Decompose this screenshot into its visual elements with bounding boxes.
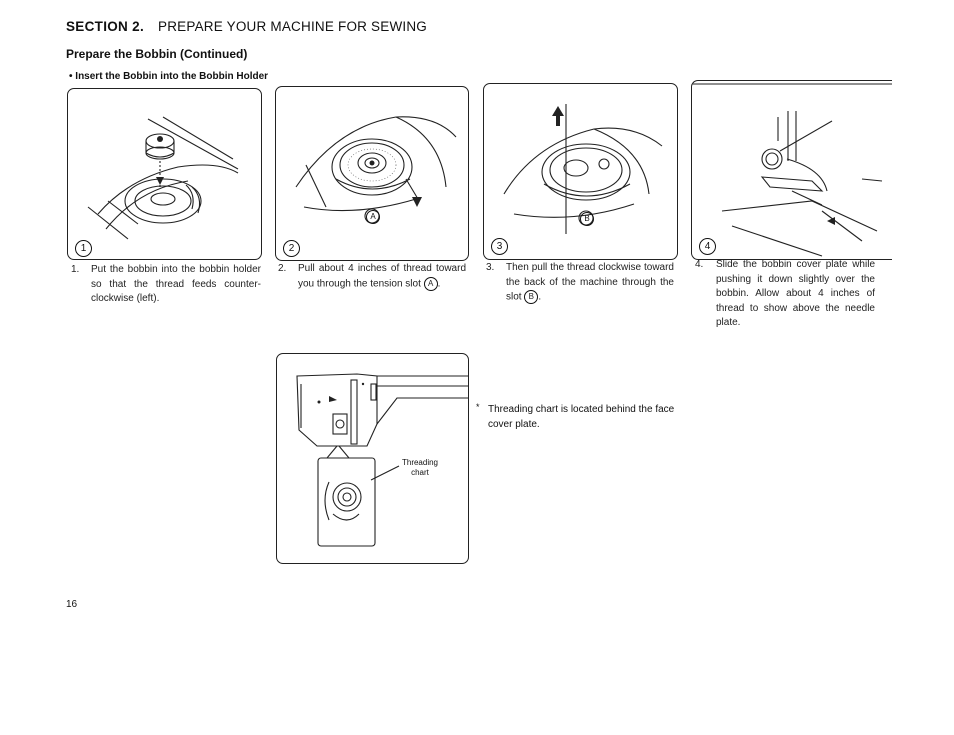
note-text: Threading chart is located behind the fa…	[488, 404, 675, 430]
figure-3: 3 B	[483, 83, 678, 260]
bobbin-cover-plate-illustration	[692, 83, 892, 257]
figure-2: 2 A	[275, 86, 469, 261]
note-marker: *	[476, 402, 480, 412]
subheading: Prepare the Bobbin (Continued)	[66, 47, 248, 61]
bullet-text: Insert the Bobbin into the Bobbin Holder	[75, 71, 269, 82]
step-3-caption: 3. Then pull the thread clockwise toward…	[486, 261, 674, 305]
step-3-text-before: Then pull the thread clockwise toward th…	[506, 262, 674, 303]
section-title: SECTION 2. PREPARE YOUR MACHINE FOR SEWIN…	[66, 19, 427, 34]
face-cover-plate-illustration	[296, 373, 468, 547]
step-4-caption: 4. Slide the bobbin cover plate while pu…	[695, 258, 875, 331]
page-number: 16	[66, 599, 78, 610]
figure-1: 1	[67, 88, 262, 260]
step-2-text-before: Pull about 4 inches of thread toward you…	[298, 263, 466, 290]
threading-chart-callout: Threading chart	[401, 458, 439, 477]
step-4-text: Slide the bobbin cover plate while pushi…	[716, 259, 875, 328]
bullet-marker: •	[69, 71, 73, 82]
step-1-text: Put the bobbin into the bobbin holder so…	[91, 264, 261, 304]
step-3-marker: 3.	[486, 262, 495, 273]
figure-4: 4	[691, 80, 892, 260]
step-2-label: A	[423, 276, 438, 291]
step-1-number: 1	[75, 240, 92, 257]
step-1-marker: 1.	[71, 264, 80, 275]
step-3-label: B	[524, 290, 539, 304]
tension-slot-illustration	[295, 116, 457, 224]
step-2-number: 2	[283, 240, 300, 257]
step-1-caption: 1. Put the bobbin into the bobbin holder…	[71, 263, 261, 307]
face-cover-figure	[276, 353, 469, 564]
figure-label-b: B	[580, 212, 594, 226]
step-2-text: Pull about 4 inches of thread toward you…	[298, 262, 466, 292]
step-4-marker: 4.	[695, 259, 704, 270]
section-name: PREPARE YOUR MACHINE FOR SEWING	[158, 19, 427, 34]
section-number: SECTION 2.	[66, 19, 145, 34]
note: * Threading chart is located behind the …	[476, 402, 676, 432]
clockwise-thread-illustration	[503, 104, 663, 234]
step-3-text: Then pull the thread clockwise toward th…	[506, 261, 674, 305]
bullet-heading: • Insert the Bobbin into the Bobbin Hold…	[69, 71, 268, 82]
step-3-number: 3	[491, 238, 508, 255]
step-2-text-after: .	[437, 278, 441, 290]
step-2-marker: 2.	[278, 263, 287, 274]
step-3-text-after: .	[538, 291, 542, 303]
step-4-number: 4	[699, 238, 716, 255]
step-2-caption: 2. Pull about 4 inches of thread toward …	[278, 262, 466, 292]
bobbin-holder-illustration	[87, 116, 239, 240]
figure-label-a: A	[366, 210, 380, 224]
